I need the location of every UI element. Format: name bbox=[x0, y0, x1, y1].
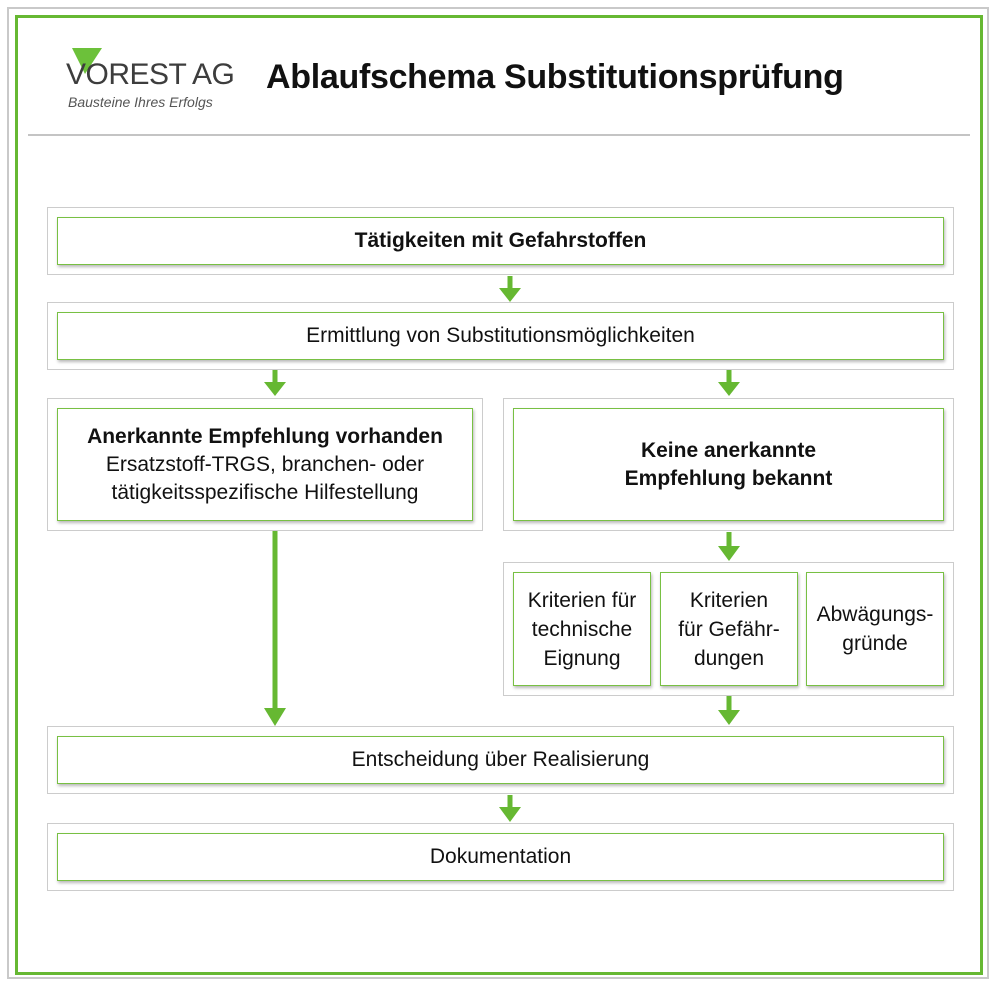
criteria-hazards-line3: dungen bbox=[693, 646, 765, 670]
logo-name: VOREST AG bbox=[66, 58, 235, 91]
long-down-arrow-icon bbox=[264, 531, 286, 726]
recommendation-available-line1: Ersatzstoff-TRGS, branchen- oder bbox=[105, 452, 425, 476]
recommendation-available-line2: tätigkeitsspezifische Hilfestellung bbox=[111, 480, 419, 504]
criteria-hazards-line1: Kriterien bbox=[689, 588, 769, 612]
no-recommendation-line2: Empfehlung bekannt bbox=[624, 466, 833, 490]
down-arrow-icon bbox=[499, 795, 521, 822]
logo-triangle-icon bbox=[72, 48, 102, 74]
no-recommendation-line1: Keine anerkannte bbox=[640, 438, 817, 462]
step-substitution-label: Ermittlung von Substitutionsmöglichkeite… bbox=[306, 324, 695, 347]
recommendation-available-title: Anerkannte Empfehlung vorhanden bbox=[87, 424, 443, 448]
decision-box: Entscheidung über Realisierung bbox=[57, 736, 944, 784]
weighing-reasons-line2: gründe bbox=[842, 632, 908, 655]
weighing-reasons-line1: Abwägungs- bbox=[816, 603, 934, 626]
logo-tagline: Bausteine Ihres Erfolgs bbox=[68, 94, 213, 110]
down-arrow-icon bbox=[718, 696, 740, 725]
no-recommendation-box: Keine anerkannte Empfehlung bekannt bbox=[513, 408, 944, 521]
down-arrow-icon bbox=[499, 276, 521, 302]
recommendation-available-box: Anerkannte Empfehlung vorhanden Ersatzst… bbox=[57, 408, 473, 521]
step-substitution-box: Ermittlung von Substitutionsmöglichkeite… bbox=[57, 312, 944, 360]
header-divider bbox=[28, 134, 970, 136]
decision-label: Entscheidung über Realisierung bbox=[351, 748, 650, 771]
criteria-technical-line2: technische bbox=[531, 617, 633, 641]
down-arrow-icon bbox=[718, 532, 740, 561]
step-activities-box: Tätigkeiten mit Gefahrstoffen bbox=[57, 217, 944, 265]
criteria-technical-box: Kriterien für technische Eignung bbox=[513, 572, 651, 686]
outer-frame bbox=[7, 7, 989, 979]
criteria-hazards-line2: für Gefähr- bbox=[678, 617, 780, 641]
inner-frame bbox=[15, 15, 983, 975]
down-arrow-icon bbox=[264, 370, 286, 396]
criteria-technical-line3: Eignung bbox=[543, 646, 621, 670]
weighing-reasons-box: Abwägungs- gründe bbox=[806, 572, 944, 686]
page-title: Ablaufschema Substitutionsprüfung bbox=[266, 58, 844, 96]
down-arrow-icon bbox=[718, 370, 740, 396]
company-logo: VOREST AG Bausteine Ihres Erfolgs bbox=[66, 44, 236, 114]
documentation-box: Dokumentation bbox=[57, 833, 944, 881]
criteria-hazards-box: Kriterien für Gefähr- dungen bbox=[660, 572, 798, 686]
step-activities-label: Tätigkeiten mit Gefahrstoffen bbox=[354, 229, 647, 252]
criteria-technical-line1: Kriterien für bbox=[527, 588, 637, 612]
documentation-label: Dokumentation bbox=[429, 845, 572, 868]
